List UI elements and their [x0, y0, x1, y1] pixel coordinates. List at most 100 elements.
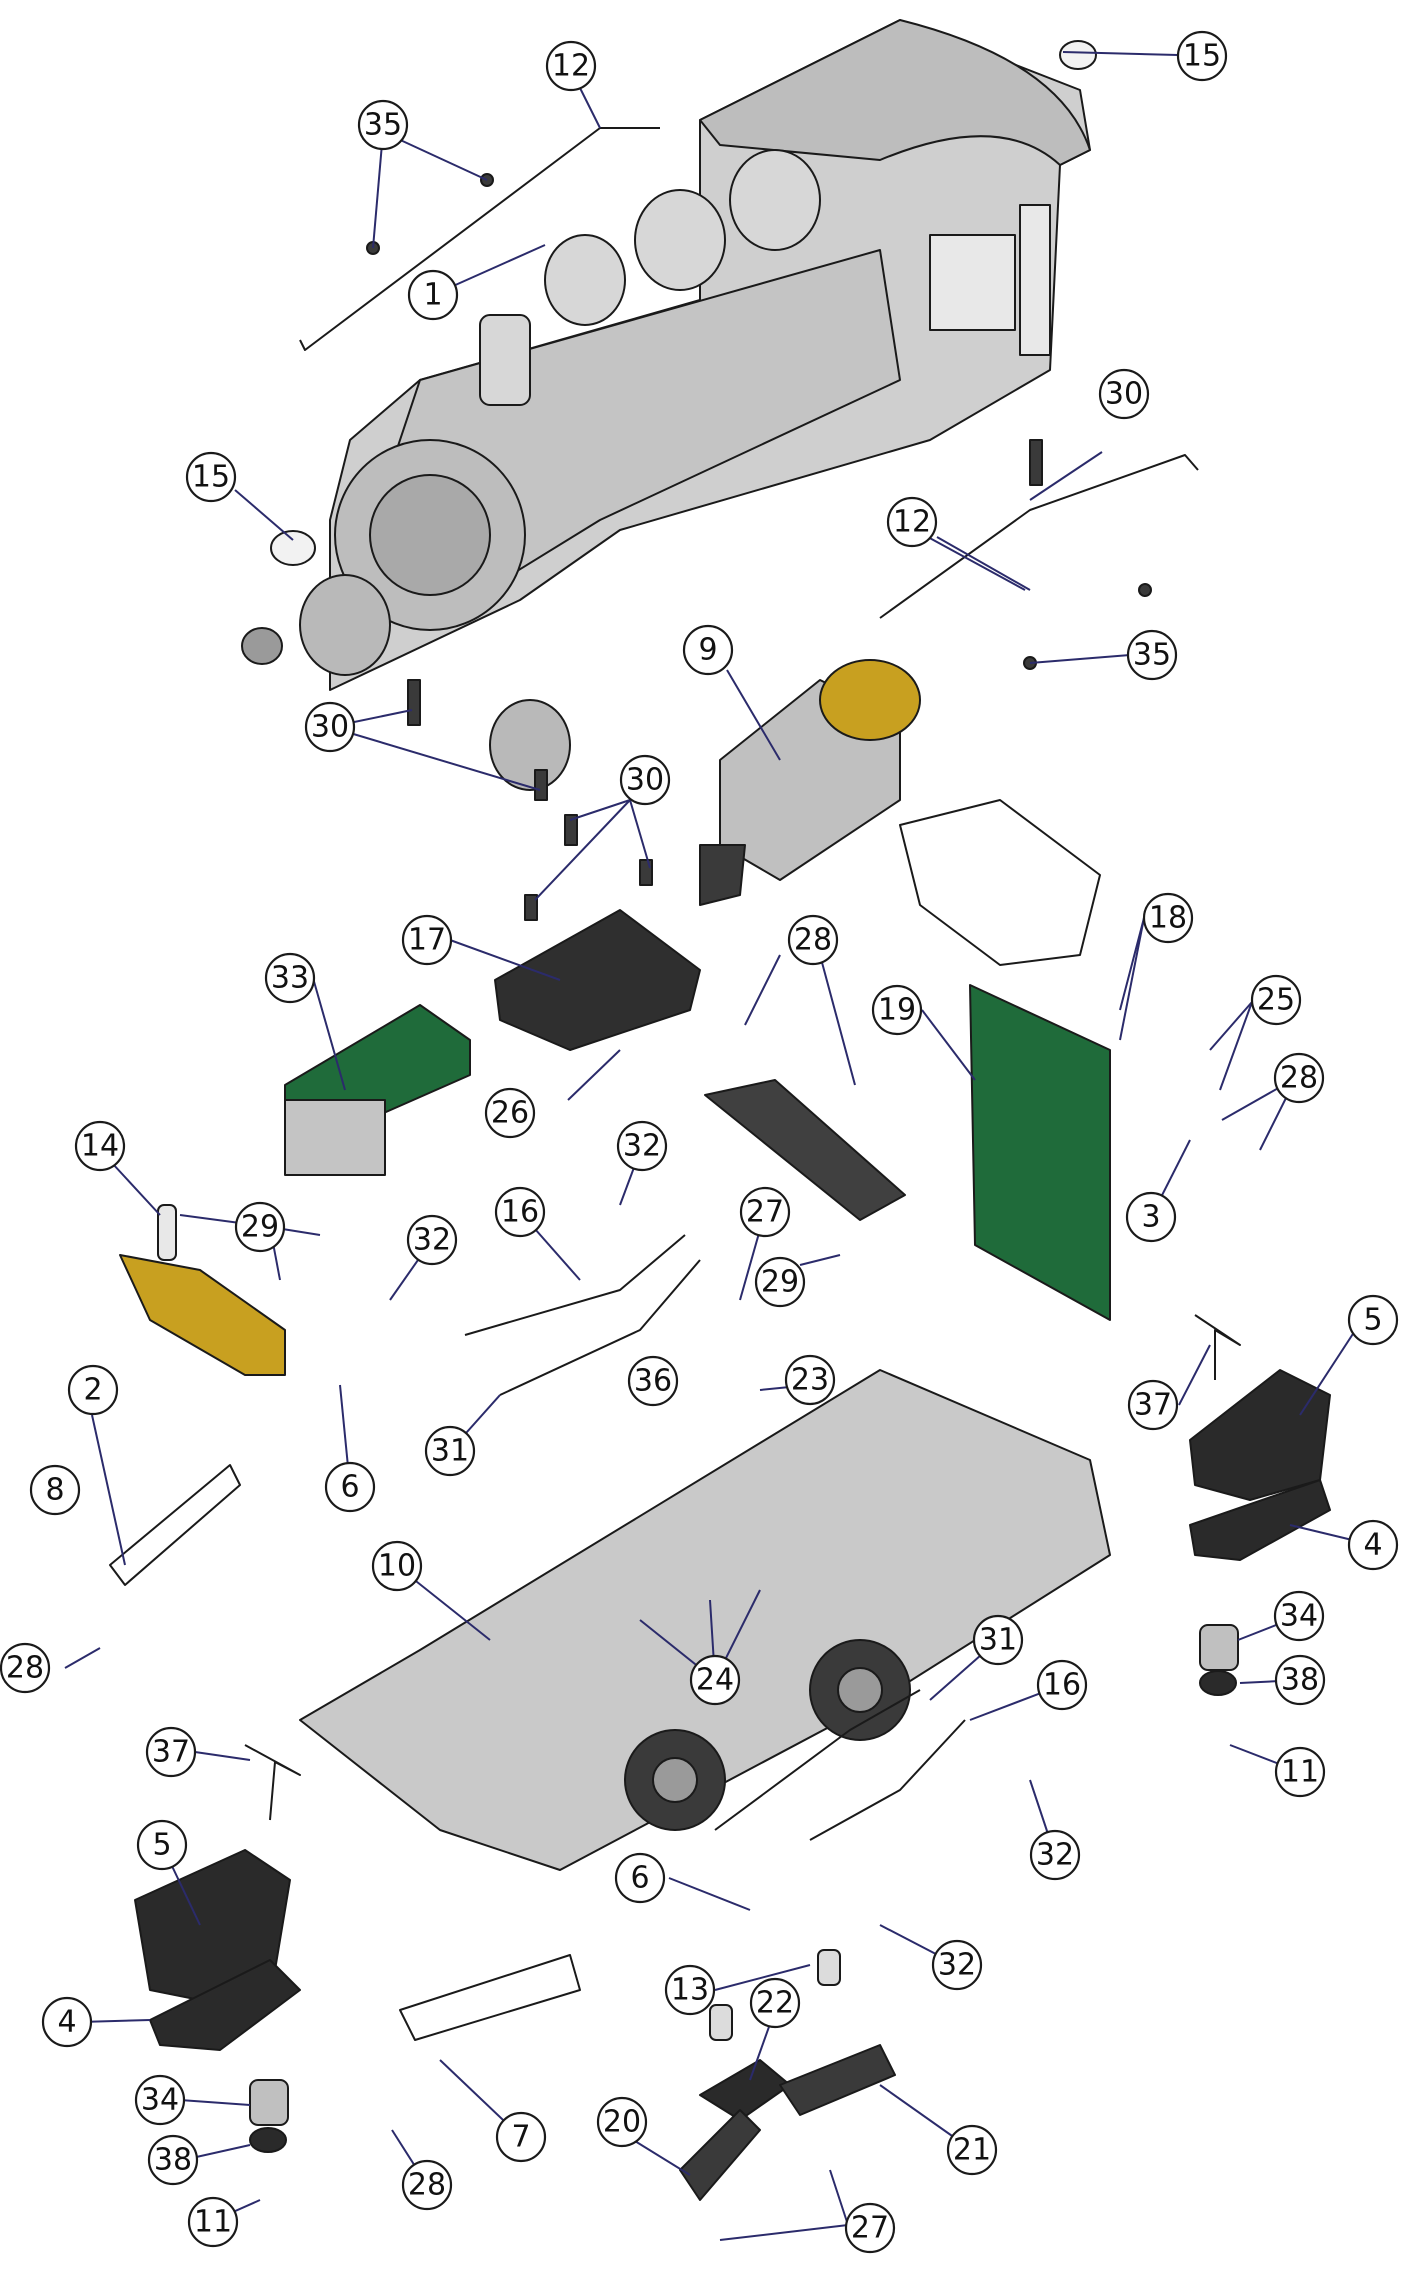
- callout-16-upper: 16: [494, 1186, 546, 1238]
- svg-text:10: 10: [378, 1549, 416, 1584]
- callout-22: 22: [749, 1977, 801, 2029]
- callout-30-right: 30: [1098, 368, 1150, 420]
- callout-21: 21: [946, 2124, 998, 2176]
- svg-text:38: 38: [1281, 1663, 1319, 1698]
- callout-11-right: 11: [1274, 1746, 1326, 1798]
- svg-text:8: 8: [45, 1473, 64, 1508]
- svg-text:34: 34: [1280, 1599, 1318, 1634]
- svg-text:2: 2: [83, 1373, 102, 1408]
- callout-32-left: 32: [406, 1214, 458, 1266]
- callout-30-center: 30: [619, 754, 671, 806]
- svg-text:38: 38: [154, 2143, 192, 2178]
- pickup-parts: [679, 1949, 896, 2201]
- svg-text:22: 22: [756, 1986, 794, 2021]
- callout-2: 2: [67, 1364, 119, 1416]
- svg-text:12: 12: [893, 505, 931, 540]
- callout-34-right: 34: [1273, 1590, 1325, 1642]
- svg-text:29: 29: [761, 1265, 799, 1300]
- callout-1: 1: [407, 269, 459, 321]
- svg-text:30: 30: [1105, 377, 1143, 412]
- callout-7: 7: [495, 2111, 547, 2163]
- callout-11-left: 11: [187, 2196, 239, 2248]
- callout-8: 8: [29, 1464, 81, 1516]
- callout-26: 26: [484, 1087, 536, 1139]
- callout-37-right: 37: [1127, 1379, 1179, 1431]
- callout-19: 19: [871, 984, 923, 1036]
- svg-text:30: 30: [626, 763, 664, 798]
- svg-text:25: 25: [1257, 983, 1295, 1018]
- svg-text:23: 23: [791, 1363, 829, 1398]
- spring-washer-parts: [249, 1624, 1239, 2153]
- svg-text:11: 11: [1281, 1755, 1319, 1790]
- callout-31-upper: 31: [424, 1425, 476, 1477]
- svg-text:31: 31: [431, 1434, 469, 1469]
- callout-15-top: 15: [1176, 30, 1228, 82]
- callouts: 1 2 3 4 4 5 5 6 6 7 8 9 10 11 11 12 12 1…: [0, 30, 1399, 2254]
- svg-text:20: 20: [603, 2105, 641, 2140]
- svg-text:7: 7: [511, 2120, 530, 2155]
- leader-lines: [64, 51, 1374, 2241]
- callout-15-left: 15: [185, 451, 237, 503]
- callout-32-lower: 32: [931, 1939, 983, 1991]
- callout-30-left: 30: [304, 701, 356, 753]
- frame-parts: [109, 1464, 581, 2041]
- callout-4-left: 4: [41, 1996, 93, 2048]
- svg-text:14: 14: [81, 1129, 119, 1164]
- svg-text:6: 6: [630, 1861, 649, 1896]
- svg-text:34: 34: [141, 2083, 179, 2118]
- svg-text:36: 36: [634, 1364, 672, 1399]
- callout-4-right: 4: [1347, 1519, 1399, 1571]
- callout-20: 20: [596, 2096, 648, 2148]
- callout-5-right: 5: [1347, 1294, 1399, 1346]
- callout-3: 3: [1125, 1191, 1177, 1243]
- locomotive-shell: [241, 19, 1091, 791]
- svg-text:19: 19: [878, 993, 916, 1028]
- callout-18: 18: [1142, 892, 1194, 944]
- svg-text:26: 26: [491, 1096, 529, 1131]
- callout-14: 14: [74, 1120, 126, 1172]
- svg-text:28: 28: [794, 923, 832, 958]
- handrail-parts: [299, 127, 1199, 619]
- small-fasteners: [366, 173, 1152, 921]
- callout-23: 23: [784, 1354, 836, 1406]
- svg-text:15: 15: [192, 460, 230, 495]
- callout-35-top: 35: [357, 99, 409, 151]
- svg-text:28: 28: [1280, 1061, 1318, 1096]
- svg-text:35: 35: [364, 108, 402, 143]
- svg-text:5: 5: [1363, 1303, 1382, 1338]
- svg-text:12: 12: [552, 49, 590, 84]
- svg-text:32: 32: [623, 1129, 661, 1164]
- svg-text:4: 4: [57, 2005, 76, 2040]
- callout-29-left: 29: [234, 1201, 286, 1253]
- svg-text:32: 32: [1036, 1838, 1074, 1873]
- sound-board-part: [284, 1004, 471, 1176]
- svg-text:5: 5: [152, 1828, 171, 1863]
- svg-text:18: 18: [1149, 901, 1187, 936]
- callout-29-center: 29: [754, 1256, 806, 1308]
- svg-text:30: 30: [311, 710, 349, 745]
- callout-24: 24: [689, 1654, 741, 1706]
- coupler-parts: [134, 1369, 1331, 2051]
- svg-text:3: 3: [1141, 1200, 1160, 1235]
- svg-text:32: 32: [938, 1948, 976, 1983]
- callout-6-upper: 6: [324, 1461, 376, 1513]
- side-rod-parts: [464, 1234, 966, 1841]
- svg-text:29: 29: [241, 1210, 279, 1245]
- svg-text:6: 6: [340, 1470, 359, 1505]
- callout-10: 10: [371, 1540, 423, 1592]
- callout-33: 33: [264, 952, 316, 1004]
- chassis-part: [299, 1369, 1111, 1871]
- callout-32-right: 32: [1029, 1829, 1081, 1881]
- callout-28-left: 28: [0, 1642, 51, 1694]
- svg-text:21: 21: [953, 2133, 991, 2168]
- callout-28-upper: 28: [787, 914, 839, 966]
- callout-16-lower: 16: [1036, 1659, 1088, 1711]
- svg-text:4: 4: [1363, 1528, 1382, 1563]
- callout-12-right: 12: [886, 496, 938, 548]
- callout-6-lower: 6: [614, 1852, 666, 1904]
- headlight-bracket-part: [119, 1204, 286, 1376]
- callout-17: 17: [401, 914, 453, 966]
- callout-12-top: 12: [545, 40, 597, 92]
- pcb-part: [969, 984, 1111, 1321]
